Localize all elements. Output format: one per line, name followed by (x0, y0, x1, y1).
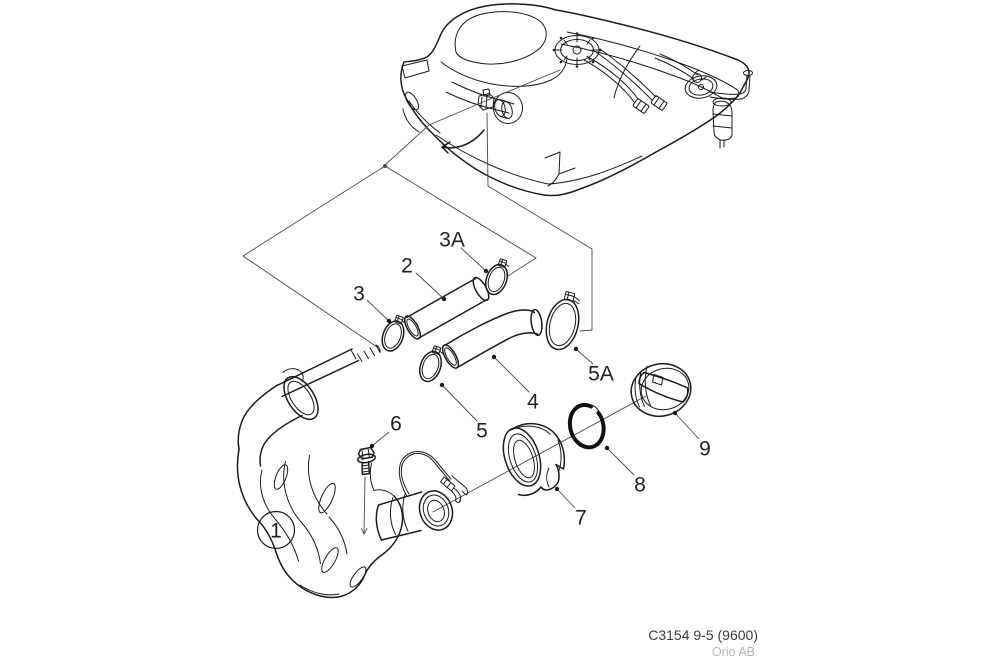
fuel-pump-flange (552, 32, 602, 68)
part-hose-upper (403, 276, 490, 340)
part-screw-6 (357, 446, 376, 476)
callout-labels: 1 2 3 3A 4 5 5A 6 7 8 9 (256, 229, 711, 550)
callout-dot-3 (386, 318, 392, 324)
publisher-name: Orio AB (712, 645, 755, 659)
vent-valve-assembly (684, 69, 753, 149)
callout-leader-9 (674, 412, 700, 440)
callout-5A: 5A (588, 363, 614, 386)
callout-leader-5 (441, 384, 478, 422)
callout-leader-8 (606, 447, 635, 476)
part-hose-lower (441, 308, 543, 369)
callout-6: 6 (390, 413, 402, 436)
callout-leader-5A (575, 348, 594, 365)
callout-8: 8 (634, 474, 646, 497)
callout-9: 9 (699, 438, 711, 461)
fuel-tank (400, 3, 753, 197)
callout-4: 4 (527, 391, 539, 414)
callout-5: 5 (476, 420, 488, 443)
callout-2: 2 (401, 255, 413, 278)
part-clamp-5 (418, 345, 444, 383)
callout-circle-1 (256, 510, 296, 550)
callout-3A: 3A (439, 229, 465, 252)
callout-dot-6 (369, 443, 375, 449)
callout-leader-6 (371, 431, 390, 447)
callout-dot-5 (439, 382, 445, 388)
callout-dot-3A (483, 268, 489, 274)
part-o-ring-8 (567, 402, 606, 450)
callout-7: 7 (575, 507, 587, 530)
callout-3: 3 (353, 283, 365, 306)
callout-dot-9 (672, 410, 678, 416)
callout-leader-3 (366, 299, 390, 322)
callout-leader-3A (460, 247, 487, 272)
callout-dot-2 (441, 296, 447, 302)
drawing-number: C3154 9-5 (9600) (648, 627, 758, 643)
part-clamp-3a (484, 258, 510, 296)
callout-dot-8 (604, 445, 610, 451)
vent-hose-loop (398, 451, 469, 503)
reference-lines (242, 69, 647, 535)
fuel-lines (583, 45, 699, 114)
callout-dot-7 (554, 486, 560, 492)
part-filler-cap-9 (630, 362, 692, 418)
part-clamp-3 (381, 314, 406, 352)
callout-leader-2 (415, 272, 445, 300)
part-filler-pipe-assembly (236, 344, 469, 599)
part-clamp-5a (545, 291, 581, 351)
callout-1: 1 (270, 520, 282, 543)
callout-dot-4 (491, 354, 497, 360)
callout-leader-7 (556, 488, 576, 509)
callout-leader-4 (493, 356, 530, 393)
part-protective-cover-7 (502, 422, 566, 497)
filler-connection (477, 88, 523, 124)
callout-dot-5A (573, 346, 579, 352)
